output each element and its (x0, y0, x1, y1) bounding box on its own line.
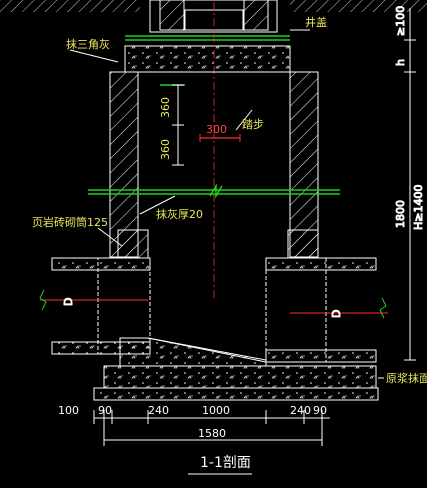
dim-right-top-a: ≥100 (394, 6, 407, 36)
ground-hatch (0, 0, 427, 12)
brick-wall-label: 页岩砖砌筒125 (32, 215, 108, 229)
right-pipe: D (265, 257, 388, 363)
step-spacing-dim: 300 (206, 123, 227, 136)
dim-b-total: 1580 (198, 427, 226, 440)
cap-slab (124, 45, 291, 73)
base-slab (93, 365, 379, 401)
dim-b-240b: 240 (290, 404, 311, 417)
left-pipe-dia: D (62, 298, 75, 306)
bottom-dimensions (93, 410, 330, 446)
mid-rebar (88, 183, 340, 199)
mortar-label: 抹三角灰 (66, 37, 110, 51)
dim-b-90b: 90 (313, 404, 327, 417)
dim-height-total: 1800 (394, 200, 407, 228)
climbing-irons-label: 踏步 (242, 117, 264, 131)
base-label: 原浆抹面 (386, 371, 427, 385)
top-rebar (125, 35, 290, 41)
right-dimensions: ≥100 h H≥1400 1800 (394, 5, 426, 361)
manhole-cover (149, 0, 278, 33)
dim-b-1000: 1000 (202, 404, 230, 417)
benching (119, 337, 267, 367)
cap-label: 井盖 (305, 15, 327, 29)
drawing-title: 1-1剖面 (200, 455, 251, 471)
left-pipe: D (39, 257, 151, 355)
dim-b-240a: 240 (148, 404, 169, 417)
right-pipe-dia: D (330, 310, 343, 318)
annotations: 井盖 抹三角灰 抹灰厚20 页岩砖砌筒125 原浆抹面 (32, 15, 427, 385)
plaster-label: 抹灰厚20 (156, 207, 203, 221)
dim-b-90a: 90 (98, 404, 112, 417)
chamber-walls (117, 229, 319, 259)
step-upper-dim: 360 (159, 97, 172, 118)
dim-right-top-b: h (394, 59, 407, 66)
climbing-irons: 360 360 300 踏步 (159, 84, 264, 166)
dim-right-mid: H≥1400 (412, 185, 425, 230)
dim-b-100: 100 (58, 404, 79, 417)
step-lower-dim: 360 (159, 139, 172, 160)
